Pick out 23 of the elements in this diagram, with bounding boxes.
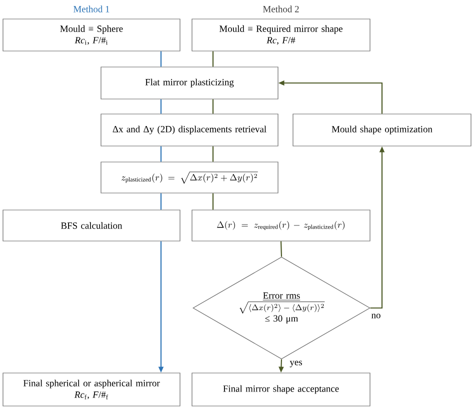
process-box: Mould ≡ Required mirror shape Rc, F/#	[192, 18, 370, 52]
connector-line	[160, 99, 162, 114]
connector-line	[212, 51, 214, 67]
edge-label: yes	[288, 360, 304, 368]
process-box: BFS calculation	[2, 210, 180, 242]
process-box: Δx and Δy (2D) displacements retrieval	[100, 114, 278, 146]
process-box: Final spherical or aspherical mirror Rc$_{f}$, F/#$_{f}$	[2, 372, 180, 406]
process-box: $\Delta(r) = z_{\mathrm{required}}(r) - z_{\mathrm{plasticized}}(r)$	[192, 210, 370, 242]
connector-line	[160, 146, 162, 162]
connector-line	[212, 99, 214, 114]
connector-line	[160, 51, 162, 67]
process-box: $z_{\mathrm{plasticized}}(r) = \sqrt{\Delta x(r)^2 + \Delta y(r)^2}$	[100, 162, 278, 194]
connector-line	[212, 193, 214, 210]
connector-line	[280, 241, 282, 257]
connector-line	[212, 146, 214, 162]
process-box: Flat mirror plasticizing	[100, 66, 278, 100]
connector-line	[160, 193, 162, 210]
process-box: Mould ≡ Sphere Rc$_{i}$, F/#$_{i}$	[2, 18, 180, 52]
method-heading: Method 1	[74, 6, 110, 12]
edge-label: no	[370, 312, 382, 320]
process-box: Mould shape optimization	[292, 114, 472, 146]
process-box: Final mirror shape acceptance	[192, 372, 370, 406]
method-heading: Method 2	[263, 6, 299, 12]
